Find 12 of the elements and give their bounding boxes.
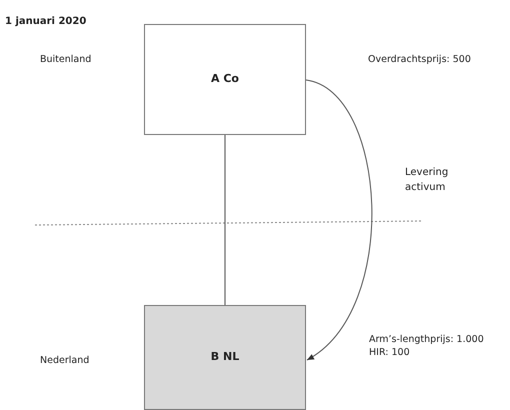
entity-name: A Co [211, 71, 239, 88]
entity-box [144, 24, 306, 135]
entity-name: B NL [210, 349, 240, 366]
connector-line [224, 134, 226, 306]
annotation-text: Arm’s-lengthprijs: 1.000 [369, 333, 484, 347]
annotation-text: Nederland [40, 354, 90, 368]
curved-arrow [306, 80, 372, 360]
title: 1 januari 2020 [5, 15, 86, 29]
annotation-text: Buitenland [40, 53, 92, 67]
entity-box [144, 305, 306, 410]
annotation-text: HIR: 100 [369, 346, 410, 360]
annotation-text: Overdrachtsprijs: 500 [368, 53, 471, 67]
